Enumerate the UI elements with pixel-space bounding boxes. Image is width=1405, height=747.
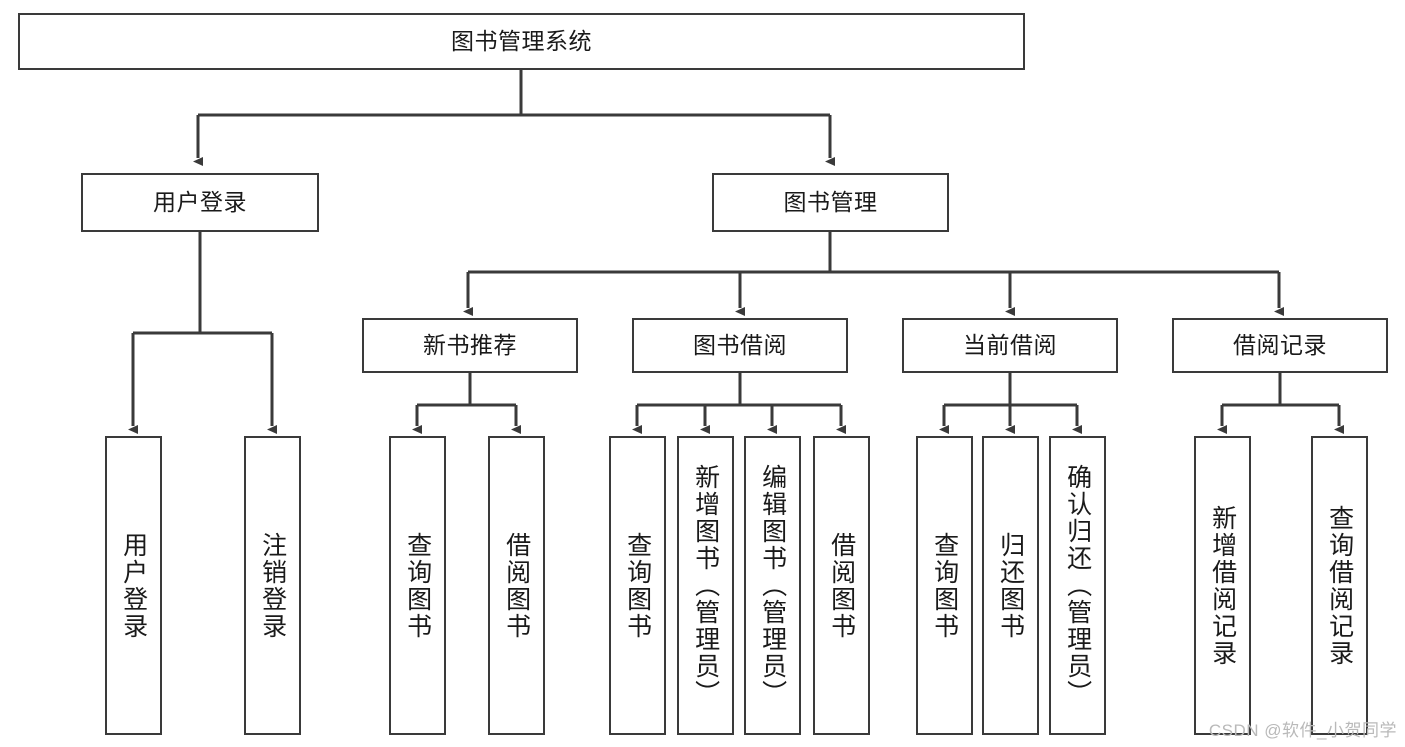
node-leaf-borrow-book-1[interactable]: 借阅图书 <box>488 436 545 735</box>
node-leaf-confirm-return-admin-label: 确认归还（管理员） <box>1063 464 1092 707</box>
node-leaf-query-book-2-label: 查询图书 <box>623 531 652 640</box>
node-leaf-query-borrow-record-label: 查询借阅记录 <box>1325 504 1354 667</box>
node-leaf-return-book-label: 归还图书 <box>996 531 1025 640</box>
node-leaf-borrow-book-2[interactable]: 借阅图书 <box>813 436 870 735</box>
node-root[interactable]: 图书管理系统 <box>18 13 1025 70</box>
node-leaf-add-borrow-record[interactable]: 新增借阅记录 <box>1194 436 1251 735</box>
node-leaf-return-book[interactable]: 归还图书 <box>982 436 1039 735</box>
node-leaf-user-login-label: 用户登录 <box>119 531 148 640</box>
node-current-borrow-label: 当前借阅 <box>963 332 1057 359</box>
node-root-label: 图书管理系统 <box>451 28 592 55</box>
node-leaf-logout[interactable]: 注销登录 <box>244 436 301 735</box>
node-new-book-rec[interactable]: 新书推荐 <box>362 318 578 373</box>
node-leaf-confirm-return-admin[interactable]: 确认归还（管理员） <box>1049 436 1106 735</box>
node-leaf-edit-book-admin-label: 编辑图书（管理员） <box>758 464 787 707</box>
node-book-manage[interactable]: 图书管理 <box>712 173 949 232</box>
node-user-login[interactable]: 用户登录 <box>81 173 319 232</box>
node-leaf-add-book-admin-label: 新增图书（管理员） <box>691 464 720 707</box>
node-borrow-record-label: 借阅记录 <box>1233 332 1327 359</box>
node-leaf-logout-label: 注销登录 <box>258 531 287 640</box>
node-current-borrow[interactable]: 当前借阅 <box>902 318 1118 373</box>
node-new-book-rec-label: 新书推荐 <box>423 332 517 359</box>
node-leaf-edit-book-admin[interactable]: 编辑图书（管理员） <box>744 436 801 735</box>
node-leaf-query-book-3[interactable]: 查询图书 <box>916 436 973 735</box>
node-leaf-add-book-admin[interactable]: 新增图书（管理员） <box>677 436 734 735</box>
node-book-borrow-label: 图书借阅 <box>693 332 787 359</box>
node-leaf-query-book-2[interactable]: 查询图书 <box>609 436 666 735</box>
node-leaf-borrow-book-1-label: 借阅图书 <box>502 531 531 640</box>
node-leaf-add-borrow-record-label: 新增借阅记录 <box>1208 504 1237 667</box>
node-book-manage-label: 图书管理 <box>783 189 878 216</box>
node-user-login-label: 用户登录 <box>153 189 247 216</box>
node-borrow-record[interactable]: 借阅记录 <box>1172 318 1388 373</box>
node-leaf-query-borrow-record[interactable]: 查询借阅记录 <box>1311 436 1368 735</box>
node-leaf-query-book-1-label: 查询图书 <box>403 531 432 640</box>
node-leaf-borrow-book-2-label: 借阅图书 <box>827 531 856 640</box>
node-leaf-user-login[interactable]: 用户登录 <box>105 436 162 735</box>
node-book-borrow[interactable]: 图书借阅 <box>632 318 848 373</box>
node-leaf-query-book-1[interactable]: 查询图书 <box>389 436 446 735</box>
node-leaf-query-book-3-label: 查询图书 <box>930 531 959 640</box>
